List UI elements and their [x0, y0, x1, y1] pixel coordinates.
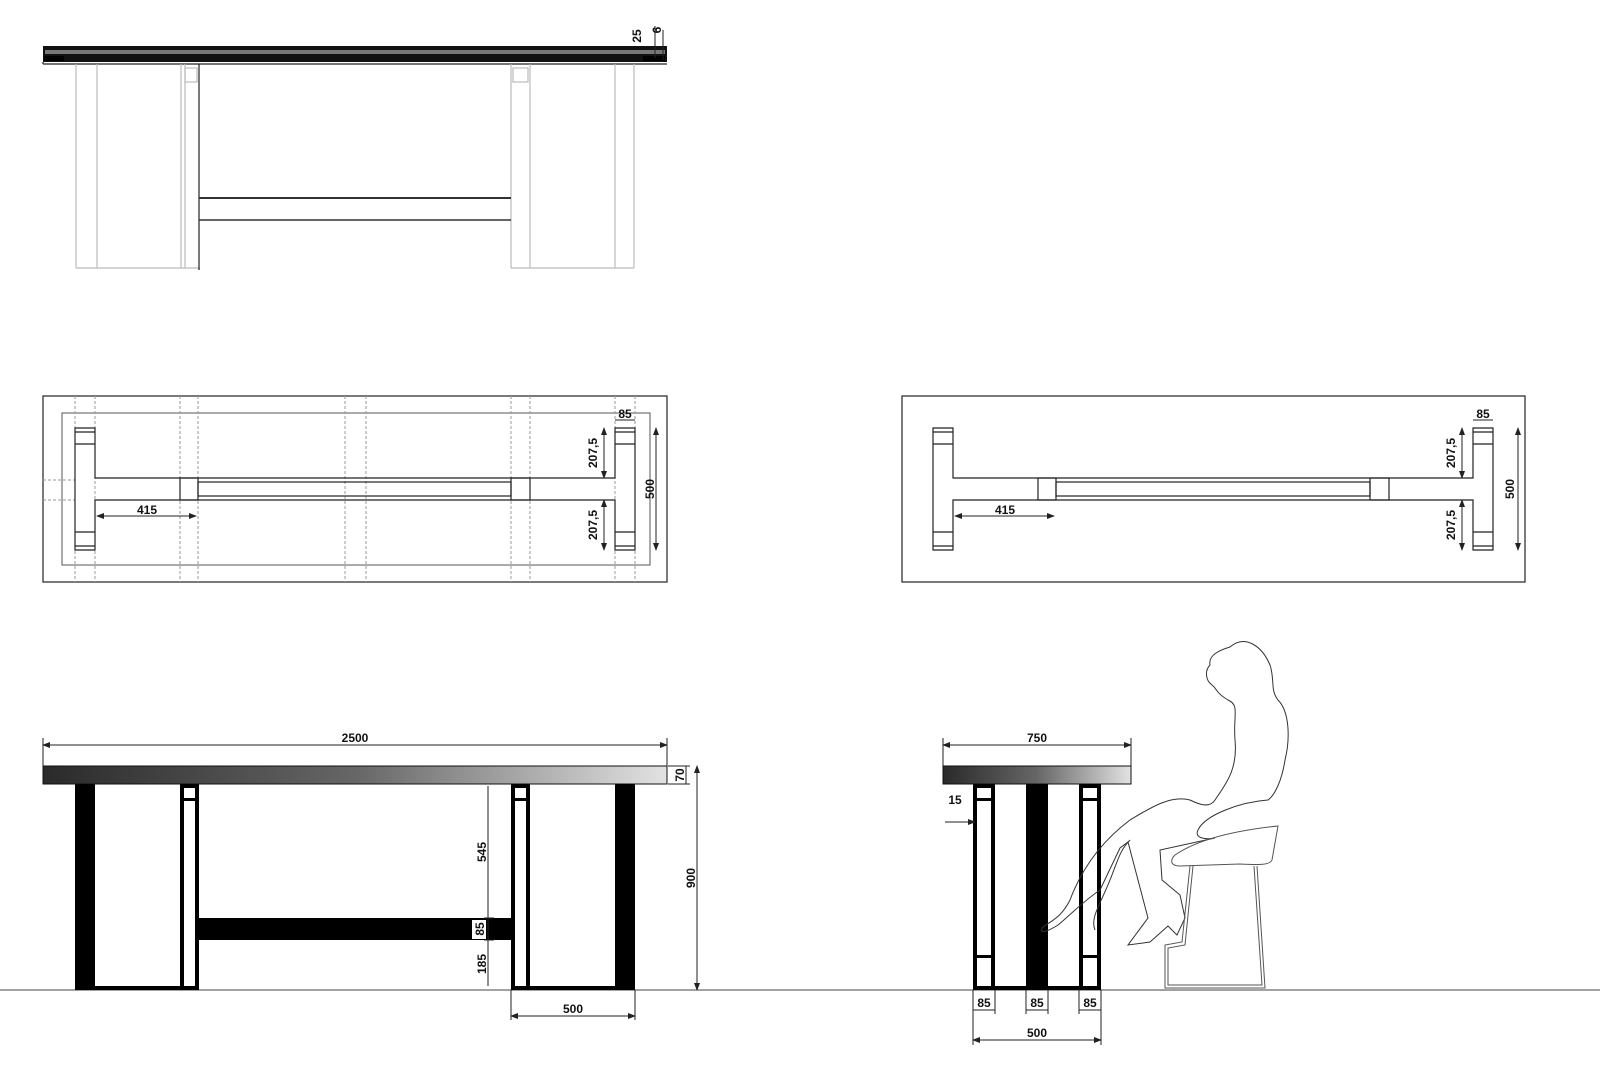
dim-leg-width: 85	[1476, 407, 1490, 421]
top-view: 25 6	[42, 26, 667, 270]
light-legs	[75, 64, 635, 269]
dim-length: 2500	[342, 731, 369, 745]
dim-depth: 500	[643, 479, 657, 499]
stretcher-plan	[197, 481, 512, 497]
dim-depth: 500	[1503, 479, 1517, 499]
dim-width: 750	[1027, 731, 1047, 745]
leg-frame-plan	[74, 427, 636, 551]
dim-height: 900	[684, 868, 698, 888]
leg-right-outer	[615, 784, 635, 990]
dim-leg-depth: 500	[563, 1002, 583, 1016]
stretcher	[198, 918, 511, 940]
dim-offset: 415	[137, 503, 157, 517]
dim-lower-gap: 185	[475, 954, 489, 974]
dim-stretcher: 85	[473, 922, 487, 936]
stool	[1164, 825, 1279, 989]
plan-view-left: 415 85 207,5 207,5 500	[42, 395, 668, 583]
seated-person-leg	[1093, 839, 1131, 931]
dim-half-lower: 207,5	[586, 510, 600, 540]
dim-inset: 15	[948, 793, 962, 807]
dim-half-upper: 207,5	[586, 438, 600, 468]
leg-left-outer	[75, 784, 95, 990]
tabletop-side	[942, 765, 1132, 785]
dim-base: 500	[1027, 1026, 1047, 1040]
dim-post-left: 85	[977, 996, 991, 1010]
seated-person-figure	[1041, 641, 1289, 946]
dim-upper-gap: 545	[475, 842, 489, 862]
hidden-lines	[43, 396, 636, 582]
dim-top-thickness: 70	[673, 768, 687, 782]
dim-post-middle: 85	[1030, 996, 1044, 1010]
tabletop	[42, 765, 668, 785]
dim-offset: 415	[995, 503, 1015, 517]
dim-edge: 6	[650, 26, 664, 33]
side-elevation: 750 15 85 85 85 500	[942, 641, 1289, 1045]
dim-top-thickness: 25	[630, 29, 644, 43]
dim-post-right: 85	[1083, 996, 1097, 1010]
front-elevation: 2500 70 900 545 85 185 500	[42, 731, 700, 1020]
plan-view-right: 415 85 207,5 207,5 500	[901, 395, 1526, 583]
dim-leg-width: 85	[618, 407, 632, 421]
dim-half-upper: 207,5	[1444, 438, 1458, 468]
dim-half-lower: 207,5	[1444, 510, 1458, 540]
